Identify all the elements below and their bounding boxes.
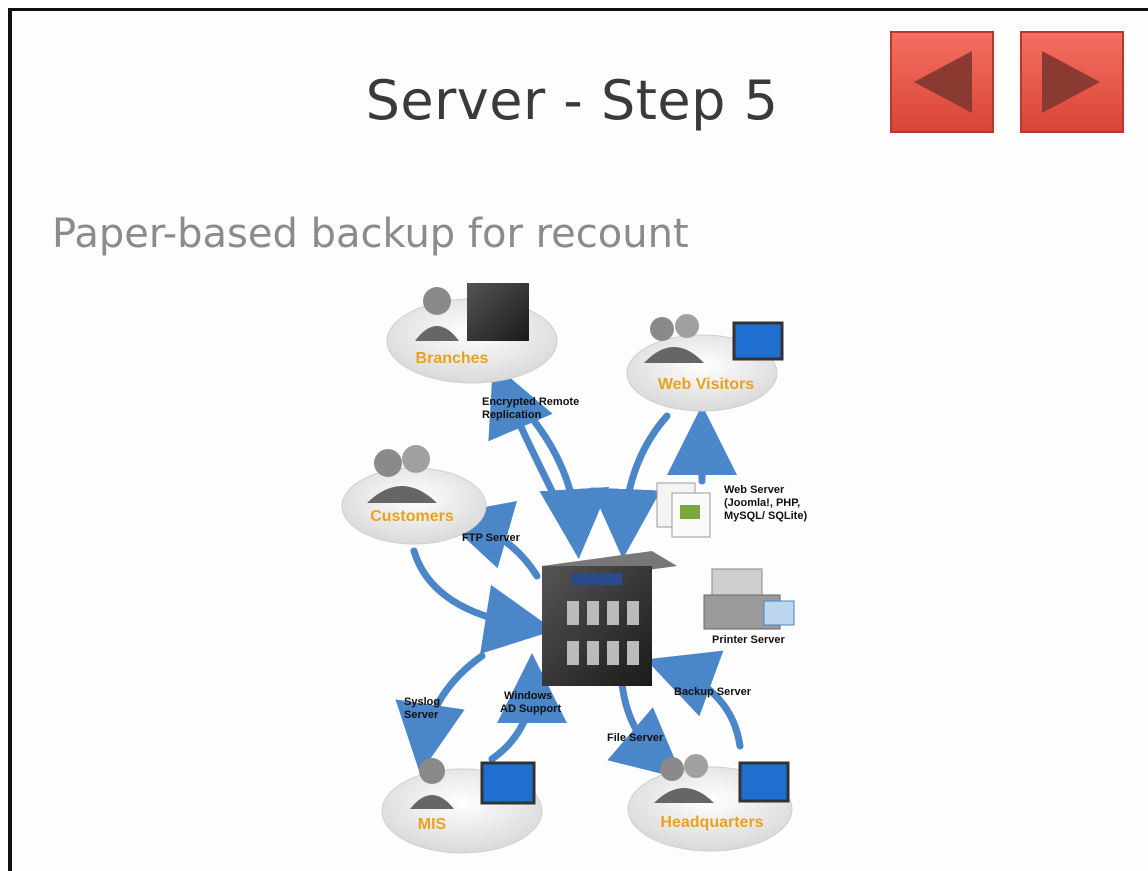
arrow-server-customers — [440, 501, 541, 580]
node-label-branches: Branches — [416, 350, 489, 367]
monitor-icon — [480, 761, 536, 805]
label-replication: Replication — [482, 409, 542, 421]
arrow-customers-server — [410, 547, 555, 655]
label-ad-support: AD Support — [500, 703, 561, 715]
arrow-server-branches — [488, 363, 561, 505]
arrow-server-mis — [395, 652, 486, 774]
person-icon — [675, 314, 699, 338]
person-icon — [660, 757, 684, 781]
label-backup-server: Backup Server — [674, 686, 752, 698]
label-file-server: File Server — [607, 732, 664, 744]
label-syslog-server: Server — [404, 709, 439, 721]
node-label-web-visitors: Web Visitors — [658, 376, 754, 393]
monitor-icon — [732, 321, 784, 361]
person-icon — [402, 445, 430, 473]
slide: Server - Step 5 Paper-based backup for r… — [8, 8, 1148, 871]
label-windows: Windows — [504, 690, 552, 702]
person-icon — [415, 326, 459, 341]
label-web-server: Web Server — [724, 484, 785, 496]
node-mis: MIS — [381, 758, 543, 854]
node-headquarters: Headquarters — [627, 754, 793, 852]
label-encrypted-remote: Encrypted Remote — [482, 396, 579, 408]
nas-icon — [467, 283, 529, 341]
person-icon — [423, 287, 451, 315]
person-icon — [374, 449, 402, 477]
person-icon — [684, 754, 708, 778]
slide-title: Server - Step 5 — [365, 69, 779, 132]
network-diagram: Branches Web Visitors Customers MIS — [341, 283, 807, 854]
person-icon — [650, 317, 674, 341]
printer-icon — [703, 568, 795, 630]
arrow-webvisitors-server — [590, 412, 671, 559]
display-panel — [572, 573, 622, 585]
node-label-mis: MIS — [418, 816, 447, 833]
next-slide-button[interactable] — [1020, 31, 1124, 133]
label-printer-server: Printer Server — [712, 634, 785, 646]
arrow-headquarters-server — [645, 650, 744, 750]
triangle-right-icon — [1042, 51, 1100, 113]
label-web-server-stack-2: MySQL/ SQLite) — [724, 510, 807, 522]
node-customers: Customers — [341, 445, 487, 545]
node-web-visitors: Web Visitors — [626, 314, 784, 412]
node-label-customers: Customers — [370, 508, 454, 525]
triangle-left-icon — [914, 51, 972, 113]
node-branches: Branches — [386, 283, 558, 384]
monitor-icon — [738, 761, 790, 803]
node-label-headquarters: Headquarters — [660, 814, 763, 831]
central-nas-server — [542, 551, 677, 686]
label-syslog: Syslog — [404, 696, 440, 708]
person-icon — [419, 758, 445, 784]
label-ftp-server: FTP Server — [462, 532, 521, 544]
arrow-server-headquarters — [607, 679, 684, 780]
slide-subtitle: Paper-based backup for recount — [52, 211, 689, 257]
label-web-server-stack-1: (Joomla!, PHP, — [724, 497, 800, 509]
previous-slide-button[interactable] — [890, 31, 994, 133]
document-icon — [656, 482, 711, 538]
arrow-mis-server — [488, 653, 567, 763]
